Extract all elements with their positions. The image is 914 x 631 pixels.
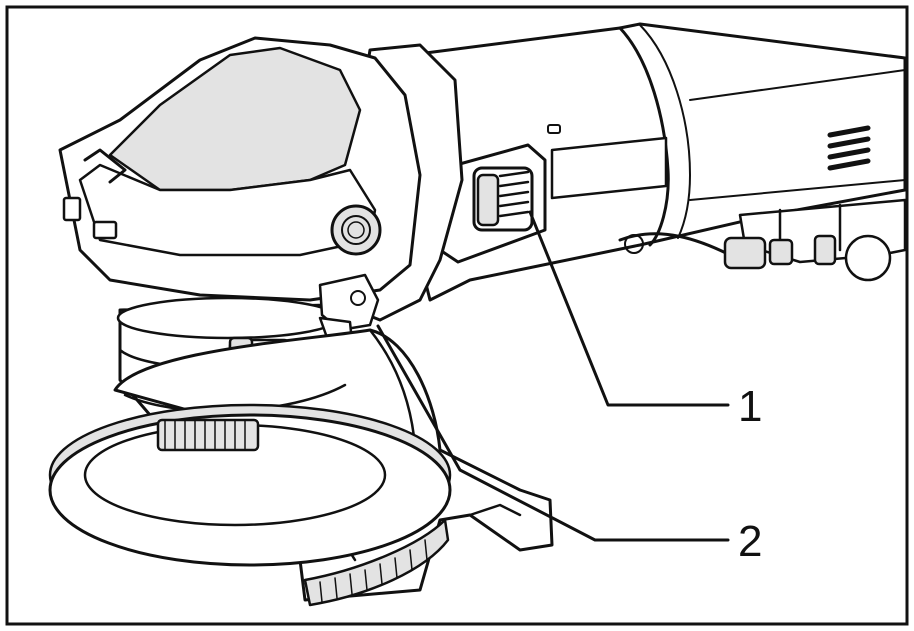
callout-1-leader: [528, 210, 730, 407]
air-vents: [827, 125, 871, 171]
lock-button: [429, 143, 547, 264]
callout-2-label: 2: [738, 517, 762, 566]
diagram-border: [5, 5, 909, 626]
backing-pad: [48, 403, 452, 607]
side-handle-hole: [330, 204, 382, 256]
gear-head: [58, 36, 464, 322]
callout-1-label: 1: [738, 382, 762, 431]
label-plate: [550, 136, 668, 200]
callout-2-leader: [376, 324, 730, 542]
